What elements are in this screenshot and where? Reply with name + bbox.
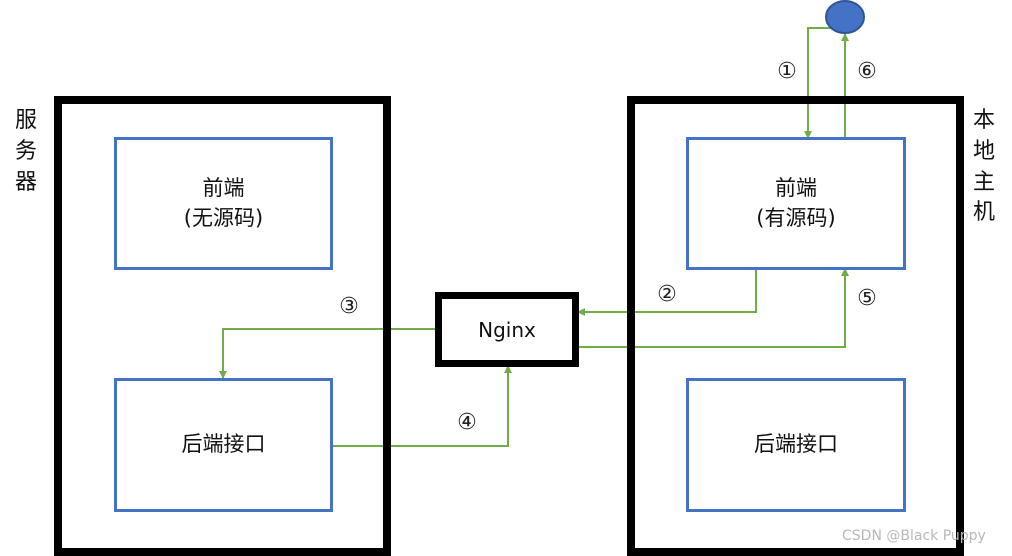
step-label-4: ④ [457, 410, 477, 435]
watermark: CSDN @Black Puppy [842, 528, 986, 544]
step-label-3: ③ [339, 294, 359, 319]
user-icon [825, 0, 865, 34]
local-label-char: 地 [972, 138, 995, 164]
step-label-1: ① [777, 59, 797, 84]
step-label-6: ⑥ [857, 59, 877, 84]
server-frontend-box: 前端 (无源码) [114, 137, 333, 270]
server-backend-box: 后端接口 [114, 378, 333, 512]
user-node [825, 0, 865, 34]
server-label-char: 服 [14, 108, 37, 133]
server-label-char: 务 [14, 138, 37, 164]
nginx-box: Nginx [435, 292, 579, 367]
local-frontend-box: 前端 (有源码) [686, 137, 906, 270]
step-label-5: ⑤ [857, 286, 877, 311]
local-label-char: 机 [972, 200, 995, 226]
server-frontend-note: (无源码) [183, 205, 264, 230]
nginx-label: Nginx [478, 317, 536, 342]
local-backend-box: 后端接口 [686, 378, 906, 512]
local-frame [627, 96, 964, 556]
local-label-char: 本 [972, 108, 995, 133]
server-frontend-title: 前端 [202, 176, 245, 201]
local-frontend-title: 前端 [775, 176, 817, 201]
arrow-step-5 [578, 268, 849, 348]
step-label-2: ② [657, 282, 677, 307]
arrow-step-2 [577, 269, 757, 316]
local-label: 本 地 主 机 [970, 106, 998, 229]
server-label: 服 务 器 [12, 106, 40, 198]
local-frontend-note: (有源码) [756, 205, 836, 230]
local-backend-label: 后端接口 [754, 432, 838, 457]
server-frame [54, 96, 391, 556]
local-label-char: 主 [972, 169, 995, 195]
arrow-step-3 [219, 328, 437, 379]
server-label-char: 器 [14, 169, 37, 195]
server-backend-label: 后端接口 [181, 432, 266, 457]
